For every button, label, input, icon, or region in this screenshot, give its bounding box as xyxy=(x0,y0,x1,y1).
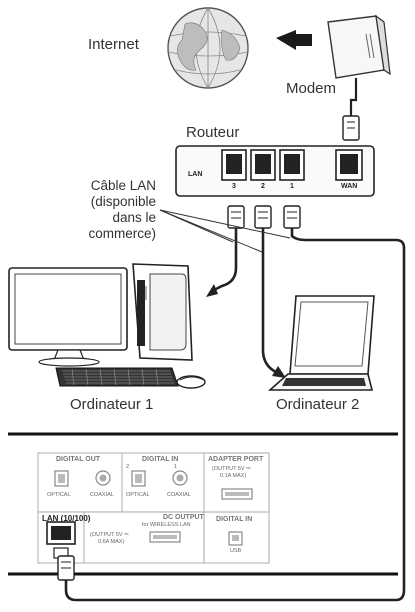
cable-label-line: dans le xyxy=(112,210,156,225)
digital-in-number: 2 xyxy=(126,464,130,470)
cable-label-line: (disponible xyxy=(90,194,156,209)
rear-lan-port-icon xyxy=(46,521,76,545)
internet-label: Internet xyxy=(88,36,139,53)
router-icon xyxy=(175,145,375,197)
tower-icon xyxy=(132,263,193,361)
cable-label-line: Câble LAN xyxy=(90,178,156,193)
keyboard-icon xyxy=(55,367,179,387)
cable-to-computer-2 xyxy=(261,228,277,374)
digital-in-label: DIGITAL IN xyxy=(142,456,179,463)
modem-cable-connector xyxy=(342,115,360,141)
adapter-output-spec: 0.1A MAX) xyxy=(220,473,247,479)
cable-label-line: commerce) xyxy=(88,226,156,241)
digital-in-number: 1 xyxy=(174,464,178,470)
computer-2-label: Ordinateur 2 xyxy=(276,396,360,413)
laptop-icon xyxy=(267,295,375,391)
dc-output-spec: (OUTPUT 5V ⎓ xyxy=(90,532,129,538)
usb-label: USB xyxy=(230,548,242,554)
cable-label: Câble LAN (disponible dans le commerce) xyxy=(44,178,156,242)
modem-label: Modem xyxy=(286,80,337,97)
lan-connectors xyxy=(227,205,301,229)
router-port-number: 1 xyxy=(290,183,294,190)
modem-icon xyxy=(327,14,391,79)
digital-out-optical-label: OPTICAL xyxy=(47,492,71,498)
adapter-port-label: ADAPTER PORT xyxy=(208,456,264,463)
cable-to-rear-panel xyxy=(64,228,406,602)
digital-in-usb-label: DIGITAL IN xyxy=(216,516,253,523)
router-wan-label: WAN xyxy=(341,183,358,190)
digital-in-coaxial-label: COAXIAL xyxy=(167,492,191,498)
internet-globe-icon xyxy=(167,7,249,89)
router-lan-label: LAN xyxy=(188,171,203,178)
cable-label-pointers xyxy=(159,209,291,253)
router-port-number: 2 xyxy=(261,183,265,190)
digital-out-coaxial-label: COAXIAL xyxy=(90,492,114,498)
router-port-number: 3 xyxy=(232,183,236,190)
dc-output-spec: 0.6A MAX) xyxy=(98,539,125,545)
lan-port-label: LAN (10/100) xyxy=(42,514,91,523)
adapter-output-spec: (OUTPUT 5V ⎓ xyxy=(212,466,251,472)
cable-to-computer-1 xyxy=(213,228,238,292)
computer-1-label: Ordinateur 1 xyxy=(70,396,154,413)
monitor-icon xyxy=(8,267,128,367)
mouse-icon xyxy=(176,375,206,389)
arrow-left-icon xyxy=(276,30,312,50)
digital-in-optical-label: OPTICAL xyxy=(126,492,150,498)
digital-out-label: DIGITAL OUT xyxy=(56,456,101,463)
router-label: Routeur xyxy=(186,124,240,141)
dc-output-sub-label: for WIRELESS LAN xyxy=(142,522,191,528)
modem-cable xyxy=(349,78,358,116)
dc-output-label: DC OUTPUT xyxy=(163,514,204,521)
rear-lan-connector xyxy=(53,547,75,581)
